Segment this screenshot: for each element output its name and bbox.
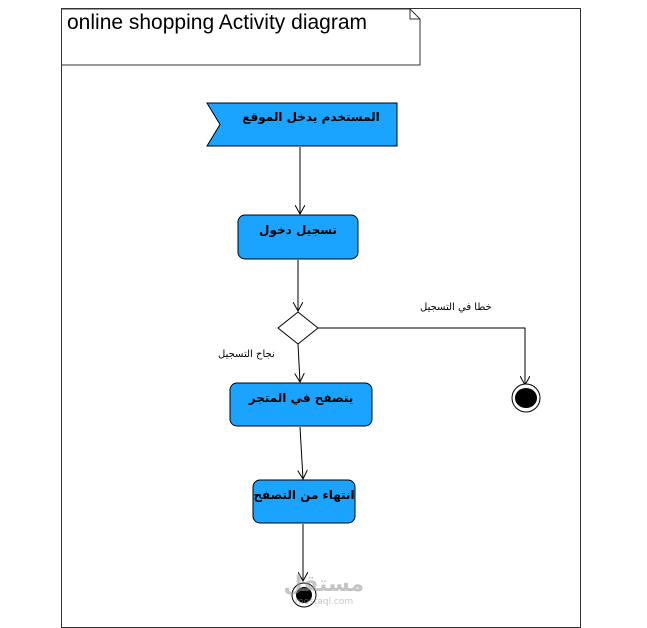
watermark-url: mostaql.com xyxy=(294,597,354,607)
edge-failure xyxy=(318,327,525,385)
enter-site-node xyxy=(206,102,398,147)
title-fold xyxy=(409,9,420,20)
final-node-dot xyxy=(296,587,312,603)
browse-label: يتصفح في المتجر xyxy=(248,391,354,405)
login-node xyxy=(237,214,359,260)
diagram-title: online shopping Activity diagram xyxy=(67,11,368,34)
edge-browse-to-finish xyxy=(300,426,303,479)
finish-label: انتهاء من التصفح xyxy=(253,488,355,502)
edge-success xyxy=(298,343,300,382)
final-node-failure-dot xyxy=(515,388,537,408)
success-label: نجاح التسجيل xyxy=(218,349,275,360)
finish-node xyxy=(252,479,356,524)
failure-label: خطا في التسجيل xyxy=(420,302,492,313)
enter-site-label: المستخدم يدخل الموقع xyxy=(242,110,380,124)
watermark-logo: مستقل xyxy=(283,572,364,597)
login-label: تسجيل دخول xyxy=(259,223,337,237)
decision-diamond xyxy=(277,311,319,345)
browse-node xyxy=(229,382,373,427)
